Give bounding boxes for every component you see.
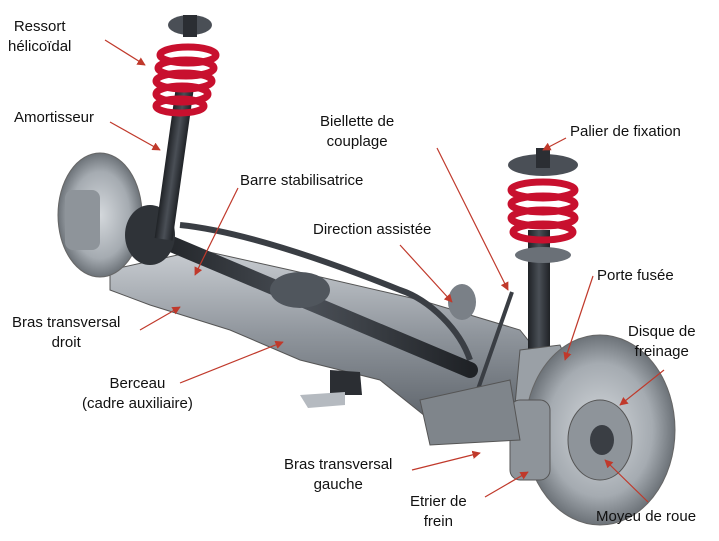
label-porte-fusee: Porte fusée	[597, 267, 674, 284]
arrow-biellette	[436, 147, 509, 291]
arrow-etrier	[484, 471, 529, 498]
label-etrier-de-frein: Etrier de frein	[410, 492, 467, 532]
label-direction-assistee: Direction assistée	[313, 221, 432, 238]
right-spring-seat	[515, 247, 571, 263]
label-etrier-line1: Etrier de	[410, 493, 467, 510]
right-top-mount-stem	[536, 148, 550, 168]
label-bras-droit-line2: droit	[51, 334, 81, 351]
steering-motor	[270, 272, 330, 308]
label-bras-transversal-droit: Bras transversal droit	[12, 313, 120, 353]
arrow-barre	[194, 187, 239, 276]
label-disque-de-freinage: Disque de freinage	[628, 322, 696, 362]
label-berceau-line2: (cadre auxiliaire)	[82, 395, 193, 412]
label-bras-gauche-line2: gauche	[313, 476, 363, 493]
arrow-moyeu	[604, 459, 649, 503]
label-palier-de-fixation: Palier de fixation	[570, 123, 681, 140]
arrow-direction	[399, 244, 453, 303]
label-moyeu-de-roue: Moyeu de roue	[596, 508, 697, 525]
leader-lines	[104, 39, 665, 503]
label-etrier-line2: frein	[423, 513, 453, 530]
right-hub-center	[590, 425, 614, 455]
arrow-palier	[542, 137, 567, 151]
arrow-ressort	[104, 39, 146, 66]
label-amortisseur: Amortisseur	[14, 109, 95, 126]
label-disque-line2: freinage	[634, 343, 689, 360]
label-biellette-line2: couplage	[326, 133, 388, 150]
left-top-mount-stem	[183, 15, 197, 37]
label-bras-transversal-gauche: Bras transversal gauche	[284, 455, 392, 495]
arrow-berceau	[179, 340, 284, 384]
label-berceau-line1: Berceau	[109, 375, 166, 392]
label-ressort-line1: Ressort	[13, 18, 66, 35]
label-bras-droit-line1: Bras transversal	[12, 314, 121, 331]
left-shock-absorber	[154, 89, 194, 241]
power-steering-unit	[448, 284, 476, 320]
arrow-amortisseur	[109, 121, 161, 151]
subframe-mount	[330, 370, 362, 395]
stabilizer-bar	[179, 222, 473, 362]
label-bras-gauche-line1: Bras transversal	[284, 456, 393, 473]
left-caliper	[65, 190, 100, 250]
label-ressort-helicoidal: Ressort hélicoïdal	[8, 17, 71, 57]
arrow-bras-droit	[139, 306, 181, 331]
subframe-bracket	[300, 392, 345, 408]
label-barre-stabilisatrice: Barre stabilisatrice	[240, 172, 364, 189]
arrow-bras-gauche	[411, 450, 481, 471]
label-biellette-line1: Biellette de	[320, 113, 395, 130]
label-biellette-de-couplage: Biellette de couplage	[320, 112, 394, 152]
arrow-porte	[563, 275, 594, 361]
arrow-disque	[619, 369, 665, 406]
right-coil-spring	[507, 178, 579, 244]
label-disque-line1: Disque de	[628, 323, 696, 340]
label-ressort-line2: hélicoïdal	[8, 38, 72, 55]
left-control-arm	[419, 379, 521, 446]
left-coil-spring	[152, 43, 220, 117]
label-berceau: Berceau (cadre auxiliaire)	[82, 374, 193, 414]
